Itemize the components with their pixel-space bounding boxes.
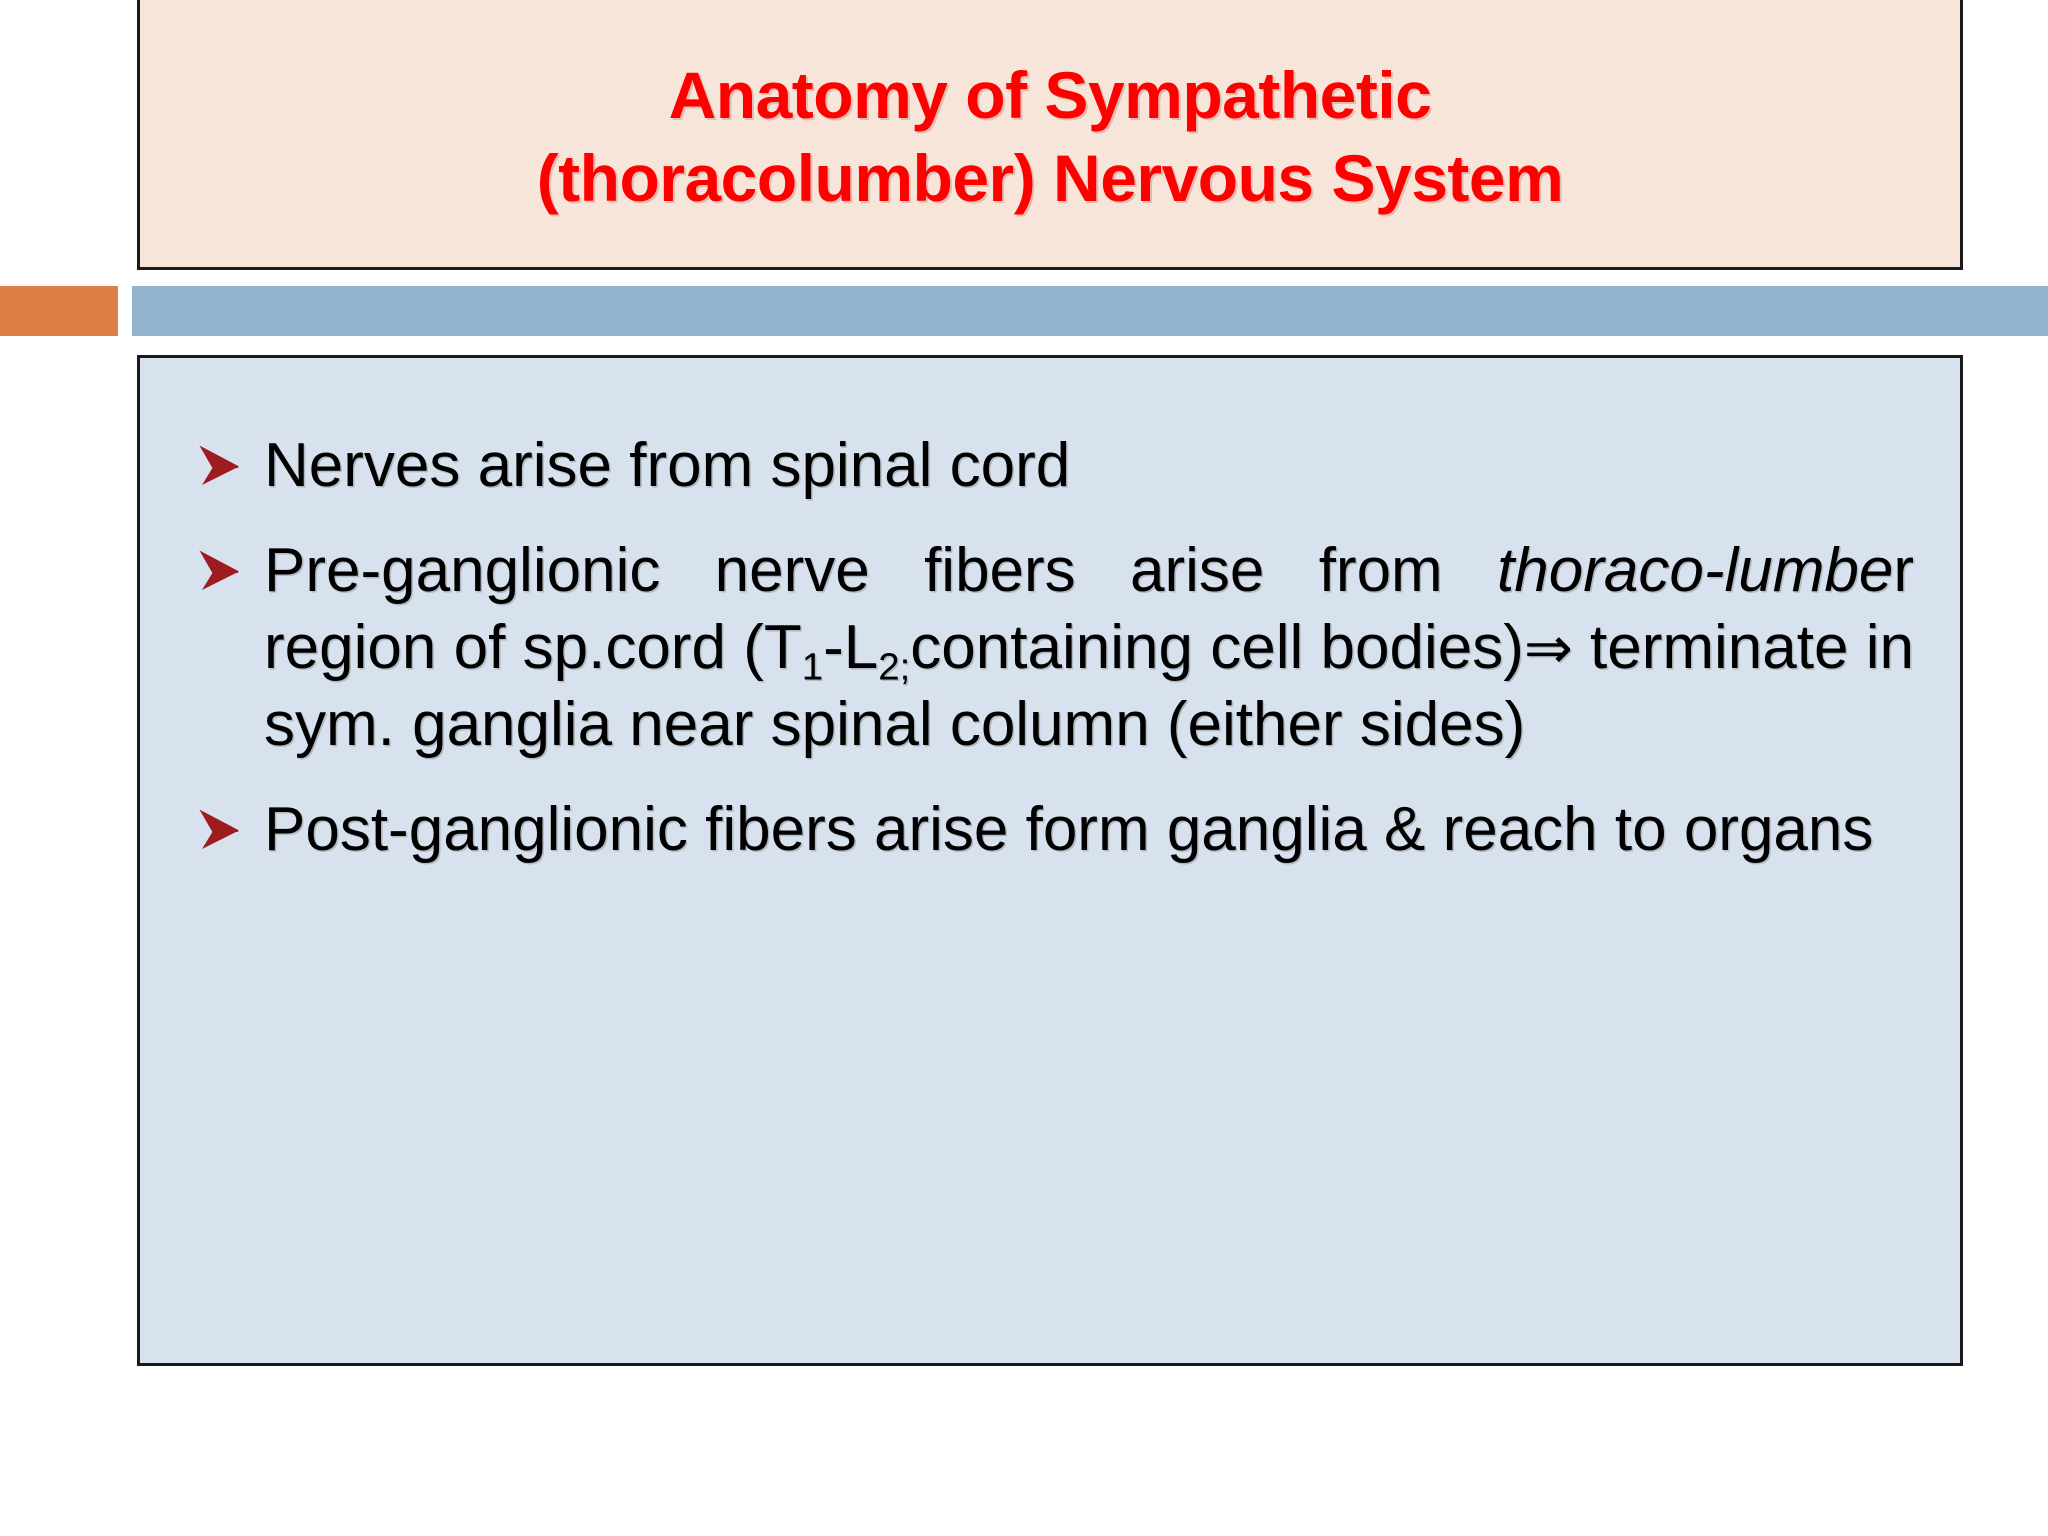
arrow-bullet-icon [196, 442, 242, 490]
list-item-label: Pre-ganglionic nerve fibers arise from t… [264, 535, 1914, 759]
accent-bar-orange [0, 286, 118, 336]
page-title-line-2: (thoracolumber) Nervous System [536, 141, 1564, 215]
arrow-bullet-icon [196, 806, 242, 854]
list-item-label: Nerves arise from spinal cord [264, 431, 1071, 500]
page-title: Anatomy of Sympathetic (thoracolumber) N… [140, 40, 1960, 220]
list-item: Post-ganglionic fibers arise form gangli… [186, 792, 1914, 869]
list-item: Pre-ganglionic nerve fibers arise from t… [186, 533, 1914, 764]
list-item: Nerves arise from spinal cord [186, 428, 1914, 505]
accent-bar-blue [132, 286, 2048, 336]
list-item-label: Post-ganglionic fibers arise form gangli… [264, 794, 1874, 864]
slide-title-box: Anatomy of Sympathetic (thoracolumber) N… [137, 0, 1963, 270]
slide-content-box: Nerves arise from spinal cord Pre-gangli… [137, 355, 1963, 1366]
arrow-bullet-icon [196, 547, 242, 595]
bullet-list: Nerves arise from spinal cord Pre-gangli… [186, 428, 1914, 868]
page-title-line-1: Anatomy of Sympathetic [668, 57, 1432, 132]
